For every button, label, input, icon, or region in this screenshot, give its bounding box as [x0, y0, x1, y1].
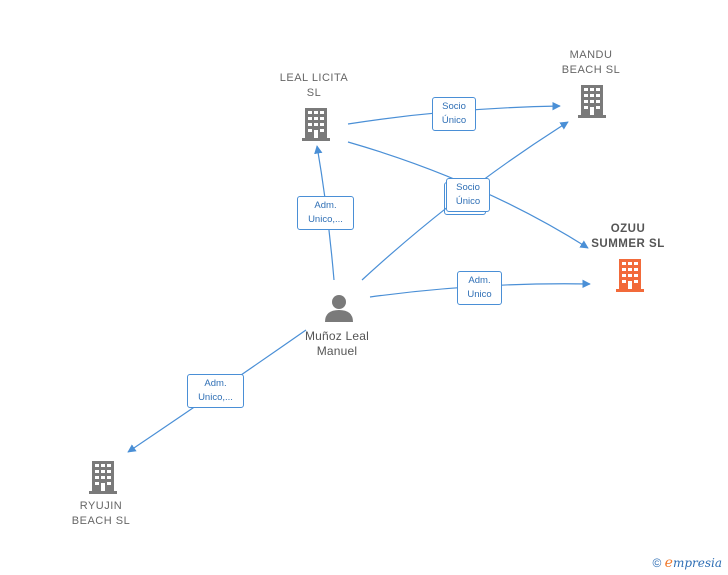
- mandu-beach-label[interactable]: MANDU BEACH SL: [562, 48, 620, 78]
- person-icon[interactable]: [325, 295, 353, 322]
- person-label-line1: Muñoz Leal: [304, 329, 370, 343]
- empresia-logo: empresia: [664, 555, 722, 571]
- edge-label-person-to-leal-licita[interactable]: Adm. Unico,...: [297, 196, 354, 230]
- ozuu-summer-building-icon[interactable]: [615, 257, 645, 293]
- person-label[interactable]: Muñoz Leal Manuel: [305, 329, 369, 359]
- ozuu-summer-label-line2: SUMMER SL: [591, 238, 665, 250]
- edge-label-line1: Adm.: [468, 275, 491, 286]
- brand-initial: e: [664, 555, 673, 571]
- copyright-icon: ©: [652, 556, 662, 570]
- edge-label-line2: Único: [455, 196, 481, 207]
- ozuu-summer-label-line1: OZUU: [610, 223, 646, 235]
- leal-licita-building-icon[interactable]: [301, 106, 331, 142]
- ryujin-beach-building-icon[interactable]: [88, 459, 118, 495]
- copyright-footer[interactable]: © empresia: [652, 555, 722, 571]
- edge-label-line1: Socio: [456, 182, 480, 193]
- ryujin-beach-label[interactable]: RYUJIN BEACH SL: [72, 499, 130, 529]
- edge-label-person-to-mandu-ozuu[interactable]: Socio Único: [444, 178, 490, 215]
- edge-label-person-to-ryujin-beach[interactable]: Adm. Unico,...: [187, 374, 244, 408]
- ozuu-summer-label[interactable]: OZUU SUMMER SL: [591, 222, 665, 252]
- edge-label-line2: Unico,...: [198, 392, 233, 403]
- edge-label-line1: Adm.: [204, 378, 227, 389]
- brand-rest: mpresia: [672, 556, 722, 570]
- edge-label-line2: Unico: [467, 289, 492, 300]
- edge-label-line2: Único: [441, 115, 467, 126]
- person-label-line2: Manuel: [316, 344, 358, 358]
- ryujin-beach-label-line1: RYUJIN: [79, 500, 123, 512]
- edge-label-line1: Socio: [442, 101, 466, 112]
- mandu-beach-label-line2: BEACH SL: [561, 64, 621, 76]
- leal-licita-label[interactable]: LEAL LICITA SL: [280, 71, 348, 101]
- mandu-beach-building-icon[interactable]: [577, 83, 607, 119]
- ryujin-beach-label-line2: BEACH SL: [71, 515, 131, 527]
- edge-label-person-to-ozuu-summer[interactable]: Adm. Unico: [457, 271, 502, 305]
- leal-licita-label-line2: SL: [306, 87, 322, 99]
- edge-label-line2: Unico,...: [308, 214, 343, 225]
- leal-licita-label-line1: LEAL LICITA: [279, 72, 349, 84]
- mandu-beach-label-line1: MANDU: [569, 49, 613, 61]
- edge-label-line1: Adm.: [314, 200, 337, 211]
- edge-label-leal-licita-to-mandu-beach[interactable]: Socio Único: [432, 97, 476, 131]
